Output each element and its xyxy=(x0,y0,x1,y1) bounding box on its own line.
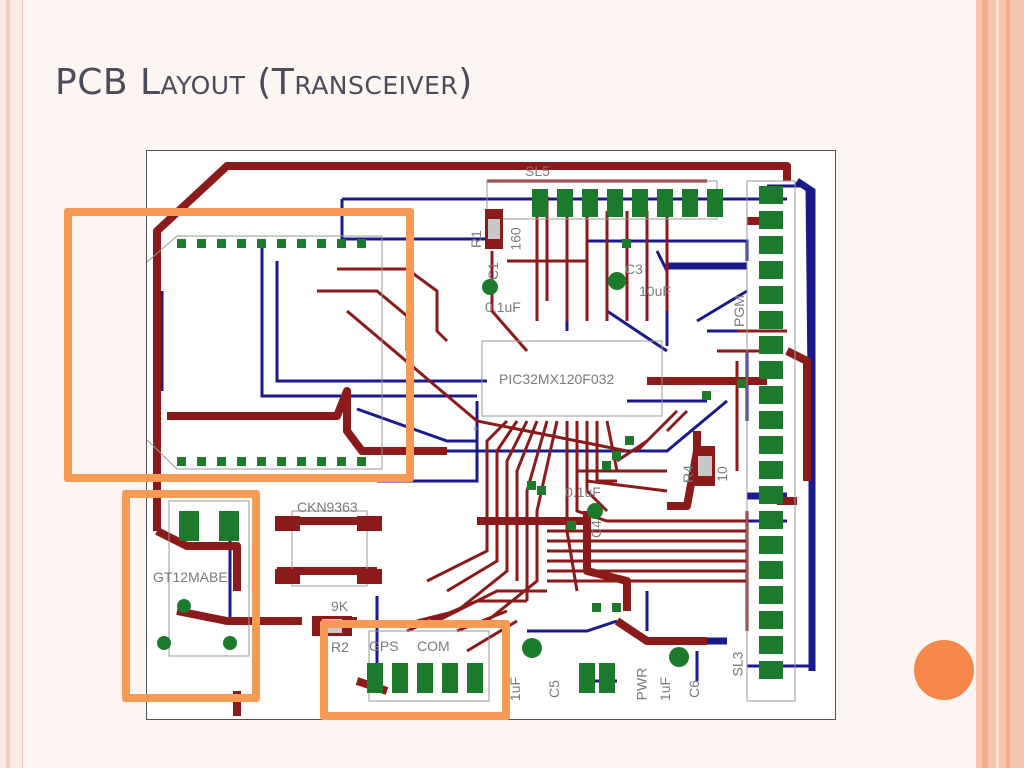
capacitor-c4-label: C4 xyxy=(587,520,604,538)
slide-title: PCB Layout (Transceiver) xyxy=(55,62,473,103)
capacitor-c3-label: C3 xyxy=(625,261,643,277)
resistor-r1-value: 160 xyxy=(507,227,524,251)
slide-left-border xyxy=(0,0,23,768)
resistor-r2-value: 9K xyxy=(331,598,349,614)
connector-pgm-label: PGM xyxy=(730,295,747,327)
capacitor-c1-value: 0.1uF xyxy=(485,299,521,315)
connector-gps-label: GPS xyxy=(369,638,399,654)
resistor-r4-label: R4 xyxy=(679,465,696,483)
capacitor-c3-value: 10uF xyxy=(639,283,671,299)
highlight-connector-region xyxy=(320,620,510,720)
capacitor-c1-label: C1 xyxy=(484,262,501,280)
crystal-ckn9363-label: CKN9363 xyxy=(297,499,358,515)
switch-gt12mabe-label: GT12MABE xyxy=(153,569,228,585)
capacitor-c6-value: 1uF xyxy=(657,676,674,702)
connector-sl5-label: SL5 xyxy=(525,163,550,179)
slide-left-stripe xyxy=(6,0,10,768)
connector-com-label: COM xyxy=(417,638,450,654)
capacitor-c6-label: C6 xyxy=(685,680,702,698)
slide-right-stripe xyxy=(1006,0,1010,768)
resistor-r4-value: 10 xyxy=(713,466,730,482)
mcu-part-label: PIC32MX120F032 xyxy=(499,371,615,387)
slide-right-stripe xyxy=(982,0,988,768)
decorative-orange-dot xyxy=(914,640,974,700)
resistor-r1-label: R1 xyxy=(467,230,484,248)
highlight-switch-region xyxy=(122,490,260,702)
highlight-module-region xyxy=(64,208,414,482)
connector-sl3-label: SL3 xyxy=(729,651,746,677)
capacitor-c4-value: 0.1uF xyxy=(565,484,601,500)
pin1-marker: * xyxy=(473,423,479,438)
slide-right-stripe xyxy=(996,0,999,768)
slide-right-border xyxy=(976,0,1024,768)
led-pwr-label: PWR xyxy=(633,667,650,701)
resistor-r2-label: R2 xyxy=(331,639,349,655)
capacitor-c5-label: C5 xyxy=(545,680,562,698)
